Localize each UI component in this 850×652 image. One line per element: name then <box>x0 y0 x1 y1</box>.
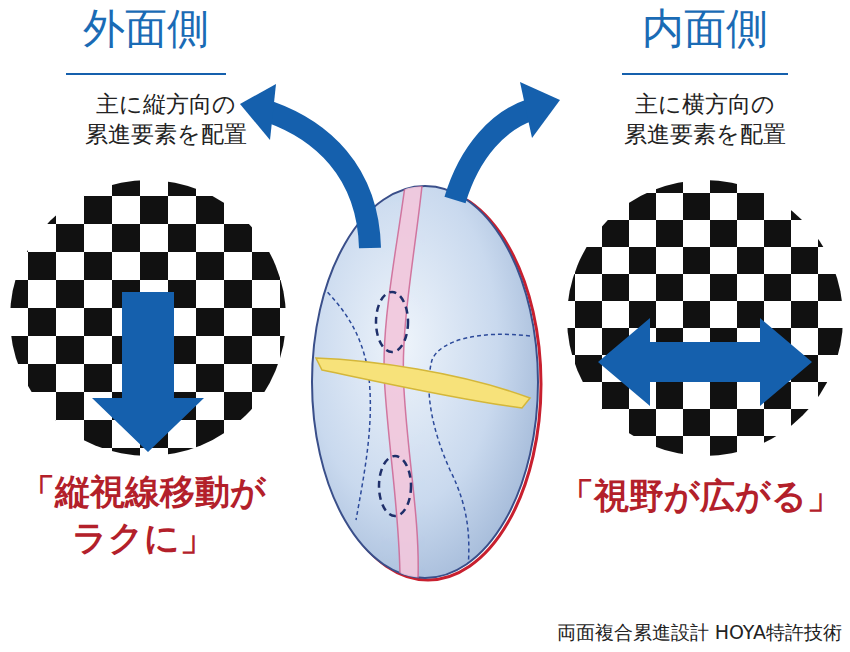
down-arrow <box>92 292 204 452</box>
side-description: 主に縦方向の 累進要素を配置 <box>66 90 266 150</box>
effect-text: 「縦視線移動が ラクに」 <box>1 470 285 561</box>
zone-mark <box>379 456 411 516</box>
checker-circle <box>567 180 843 456</box>
caption: 両面複合累進設計 HOYA特許技術 <box>557 620 842 645</box>
curved-arrow <box>270 112 370 248</box>
arrow-head <box>520 82 560 138</box>
curved-arrow <box>455 110 530 200</box>
checker-circle <box>10 180 286 456</box>
side-description: 主に横方向の 累進要素を配置 <box>605 90 805 150</box>
effect-text: 「視野が広がる」 <box>555 474 845 520</box>
zone-mark <box>376 292 408 352</box>
lens <box>312 186 538 578</box>
heading-underline <box>66 73 226 75</box>
heading-underline <box>622 73 788 75</box>
double-arrow <box>598 318 812 406</box>
side-heading: 外面側 <box>46 2 246 57</box>
side-heading: 内面側 <box>605 2 805 57</box>
